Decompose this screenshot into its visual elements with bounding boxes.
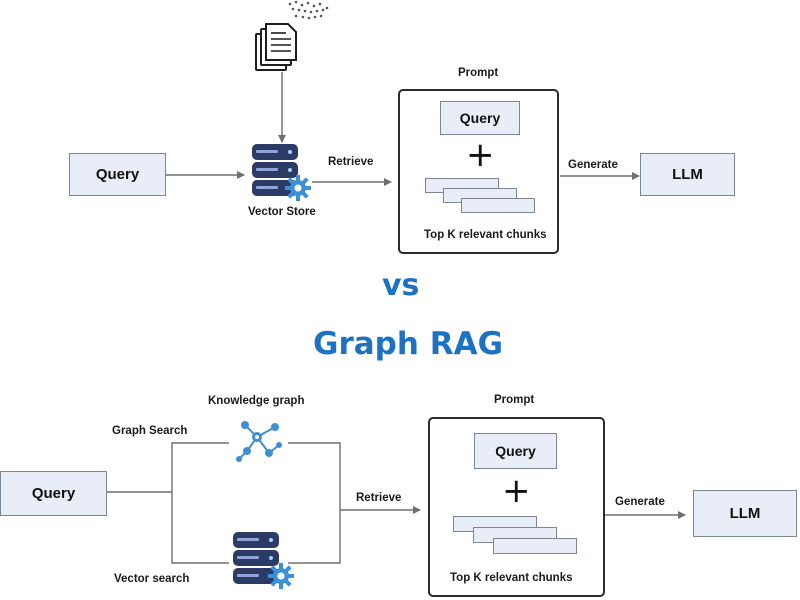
top-prompt-query-label: Query	[459, 110, 501, 126]
bottom-prompt-label: Prompt	[494, 394, 535, 406]
bottom-chunks-label: Top K relevant chunks	[450, 572, 573, 584]
documents-icon	[255, 0, 329, 71]
bottom-query-label: Query	[31, 485, 76, 502]
top-generate-label: Generate	[568, 159, 618, 171]
knowledge-graph-label: Knowledge graph	[208, 395, 305, 407]
bottom-gear-icon	[268, 563, 294, 589]
bottom-generate-label: Generate	[615, 496, 665, 508]
top-plus-sign: +	[466, 135, 495, 175]
branch-lower	[171, 492, 229, 564]
graph-search-label: Graph Search	[112, 425, 188, 437]
top-retrieve-label: Retrieve	[328, 156, 374, 168]
merge-upper	[288, 442, 341, 510]
top-query-label: Query	[95, 166, 140, 183]
graph-rag-title: Graph RAG	[313, 326, 504, 362]
knowledge-graph-icon	[236, 421, 282, 462]
top-llm-label: LLM	[672, 166, 703, 183]
top-llm-box: LLM	[640, 153, 735, 196]
top-chunk-3	[461, 198, 535, 213]
vs-label: vs	[382, 268, 420, 303]
top-prompt-label: Prompt	[458, 67, 499, 79]
bottom-plus-sign: +	[502, 471, 531, 511]
database-icon	[252, 144, 298, 196]
merge-lower	[288, 510, 341, 564]
top-prompt-query-box: Query	[440, 101, 520, 135]
vector-store-label: Vector Store	[248, 206, 316, 218]
bottom-query-box: Query	[0, 471, 107, 516]
bottom-retrieve-label: Retrieve	[356, 492, 402, 504]
bottom-chunk-3	[493, 538, 577, 554]
bottom-prompt-query-box: Query	[474, 433, 557, 469]
branch-upper	[171, 442, 229, 492]
top-chunks-label: Top K relevant chunks	[424, 229, 547, 241]
top-query-box: Query	[69, 153, 166, 196]
bottom-llm-box: LLM	[693, 490, 797, 537]
vector-search-label: Vector search	[114, 573, 190, 585]
bottom-prompt-query-label: Query	[495, 443, 536, 459]
gear-icon	[285, 175, 311, 201]
bottom-llm-label: LLM	[729, 505, 761, 522]
bottom-database-icon	[233, 532, 279, 584]
